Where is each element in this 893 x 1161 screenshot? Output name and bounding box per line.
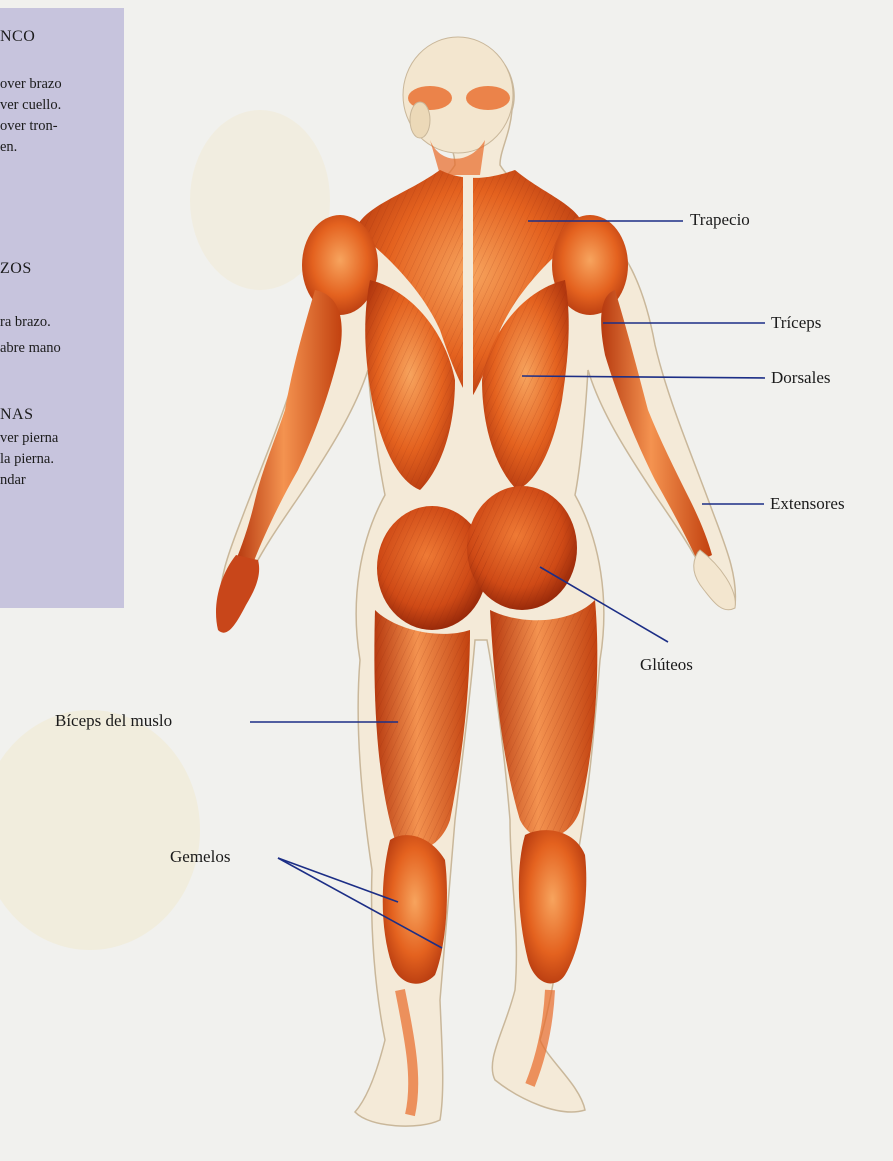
label-dorsales: Dorsales [771,368,830,388]
label-trapecio: Trapecio [690,210,750,230]
label-extensores: Extensores [770,494,845,514]
label-triceps: Tríceps [771,313,821,333]
label-biceps-del-muslo: Bíceps del muslo [55,711,172,731]
label-gemelos: Gemelos [170,847,230,867]
left-arm [216,290,342,633]
label-gluteos: Glúteos [640,655,693,675]
